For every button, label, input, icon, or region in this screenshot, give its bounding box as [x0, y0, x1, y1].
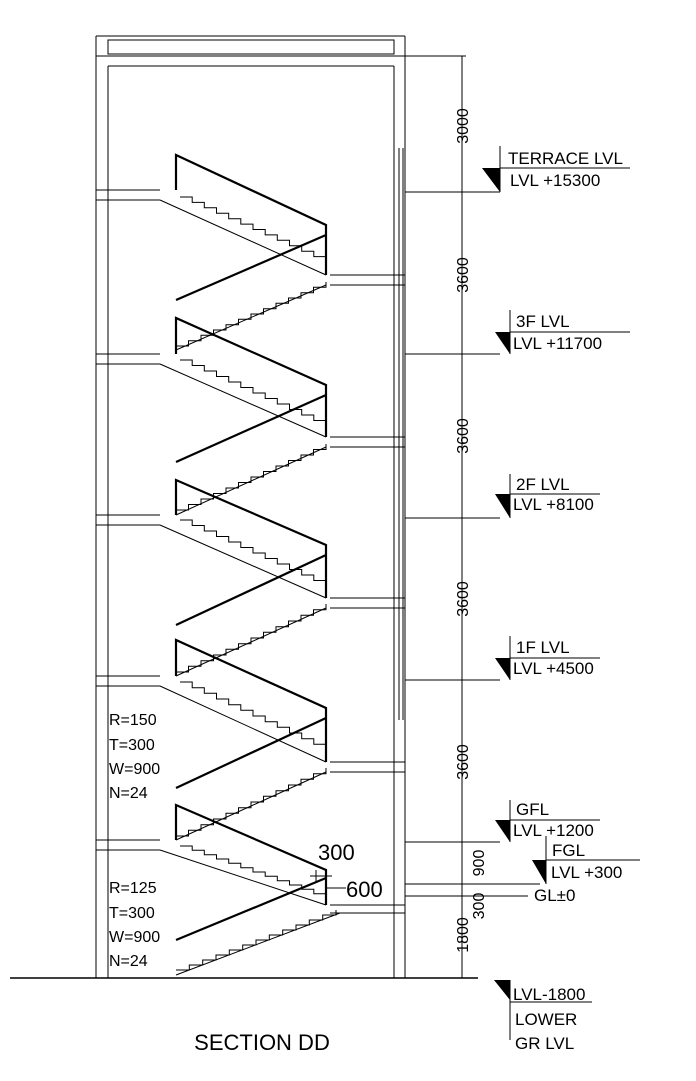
dim-text: 900 [471, 850, 488, 877]
level-value: LVL +1200 [513, 821, 594, 840]
spec-line: W=900 [109, 929, 160, 946]
level-name: GFL [516, 800, 549, 819]
dim-text: 3000 [455, 108, 472, 144]
spec-line: W=900 [109, 761, 160, 778]
step-profile [176, 768, 327, 837]
drawing-title: SECTION DD [194, 1030, 330, 1055]
level-value: LVL +11700 [513, 334, 602, 353]
spec-line: R=150 [109, 712, 157, 729]
detail-dimensions: 300 600 [310, 840, 383, 902]
dim-text: 3600 [455, 257, 472, 293]
level-value: LVL +15300 [510, 171, 600, 190]
dim-text: 300 [471, 893, 488, 920]
spec-line: T=300 [109, 905, 155, 922]
dimension-chain [405, 55, 540, 979]
level-markers: TERRACE LVL LVL +15300 3F LVL LVL +11700… [482, 146, 640, 1053]
step-profile [176, 444, 327, 511]
lower-level-line2: GR LVL [515, 1034, 574, 1053]
floor-slabs [95, 189, 405, 914]
spec-line: N=24 [109, 953, 148, 970]
stair-steps [176, 196, 337, 971]
dim-text: 3600 [455, 418, 472, 454]
level-name: FGL [552, 841, 585, 860]
stair-flights [159, 153, 341, 976]
rise-dim: 600 [346, 877, 383, 902]
spec-line: N=24 [109, 785, 148, 802]
level-value: LVL +300 [551, 863, 622, 882]
spec-line: T=300 [109, 737, 155, 754]
step-profile [180, 196, 327, 262]
level-value: LVL +4500 [513, 659, 594, 678]
lower-level-value: LVL-1800 [513, 985, 585, 1004]
step-profile [180, 845, 327, 898]
level-name: TERRACE LVL [508, 149, 623, 168]
stair-spec-upper: R=150 T=300 W=900 N=24 [109, 712, 160, 802]
dim-text: 3600 [455, 744, 472, 780]
dim-text: 3600 [455, 581, 472, 617]
spec-line: R=125 [109, 880, 157, 897]
level-value: LVL +8100 [513, 495, 594, 514]
level-name: 2F LVL [516, 475, 570, 494]
level-name: 3F LVL [516, 312, 570, 331]
step-profile [176, 910, 337, 971]
ground-level-label: GL±0 [534, 886, 575, 905]
level-name: 1F LVL [516, 638, 570, 657]
dimension-texts: 3000 3600 3600 3600 3600 900 300 1800 [455, 108, 488, 953]
step-profile [180, 681, 327, 750]
step-profile [176, 282, 327, 347]
step-profile [180, 519, 327, 586]
step-profile [176, 604, 327, 673]
lower-level-line1: LOWER [515, 1010, 577, 1029]
dim-text: 1800 [455, 917, 472, 953]
stair-spec-lower: R=125 T=300 W=900 N=24 [109, 880, 160, 970]
tread-dim: 300 [318, 840, 355, 865]
building-walls [95, 35, 406, 978]
step-profile [180, 359, 327, 426]
